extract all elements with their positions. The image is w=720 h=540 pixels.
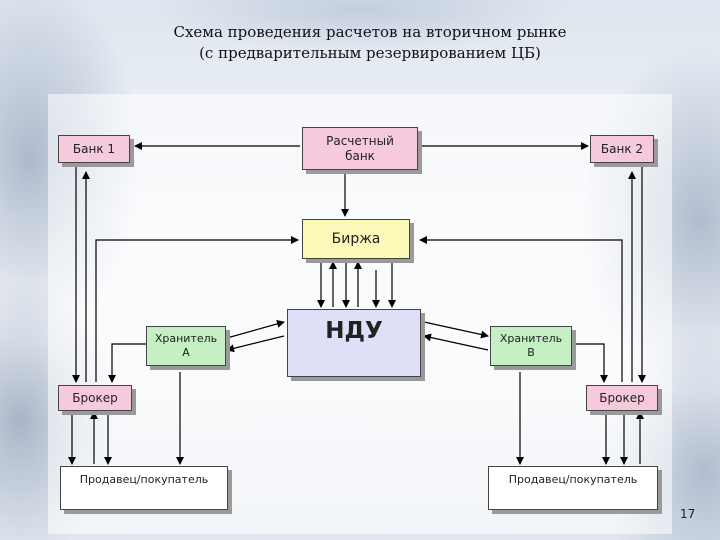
broker-left-node: Брокер — [58, 385, 132, 411]
settlement-bank-label-2: банк — [345, 148, 375, 163]
custodian-a-node: Хранитель А — [146, 326, 226, 366]
broker-right-label: Брокер — [599, 391, 645, 405]
arrow-ndu-to-custodian-b — [423, 321, 489, 339]
exchange-label: Биржа — [331, 231, 381, 247]
depository-ndu-label: НДУ — [325, 318, 383, 344]
seller-buyer-right-node: Продавец/покупатель — [488, 466, 658, 510]
custodian-a-label-1: Хранитель — [154, 332, 218, 345]
broker-right-node: Брокер — [586, 385, 658, 411]
settlement-bank-label-1: Расчетный — [326, 133, 394, 148]
depository-ndu-node: НДУ — [287, 309, 421, 377]
broker-left-label: Брокер — [72, 391, 118, 405]
bank-1-label: Банк 1 — [72, 142, 116, 156]
slide-title: Схема проведения расчетов на вторичном р… — [110, 22, 630, 64]
arrow-custodian-a-to-broker-left — [108, 343, 146, 383]
settlement-bank-node: Расчетный банк — [302, 127, 418, 170]
bank-1-node: Банк 1 — [58, 135, 130, 163]
title-line-2: (с предварительным резервированием ЦБ) — [199, 44, 541, 62]
bank-2-label: Банк 2 — [600, 142, 644, 156]
seller-buyer-left-node: Продавец/покупатель — [60, 466, 228, 510]
arrow-broker-right-to-exchange — [419, 236, 623, 382]
seller-buyer-left-label: Продавец/покупатель — [79, 473, 209, 486]
arrow-broker-left-to-exchange — [95, 236, 299, 382]
custodian-b-label-2: В — [527, 346, 535, 359]
custodian-b-label-1: Хранитель — [499, 332, 563, 345]
title-line-1: Схема проведения расчетов на вторичном р… — [173, 23, 567, 41]
arrow-custodian-b-to-broker-right — [572, 343, 608, 383]
bank-2-node: Банк 2 — [590, 135, 654, 163]
arrow-ndu-to-custodian-a — [226, 335, 285, 353]
custodian-b-node: Хранитель В — [490, 326, 572, 366]
arrow-custodian-b-to-ndu — [423, 333, 489, 351]
exchange-node: Биржа — [302, 219, 410, 259]
seller-buyer-right-label: Продавец/покупатель — [508, 473, 638, 486]
arrow-custodian-a-to-ndu — [226, 320, 285, 339]
custodian-a-label-2: А — [182, 346, 190, 359]
page-number: 17 — [680, 507, 696, 521]
